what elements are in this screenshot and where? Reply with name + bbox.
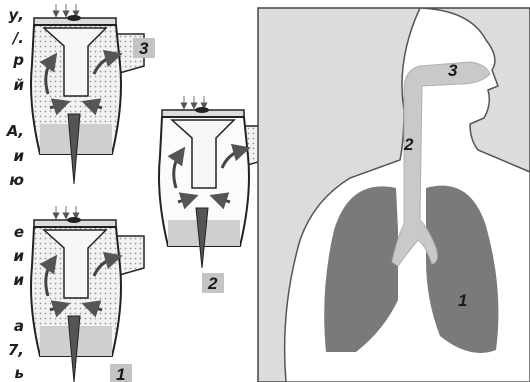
nebulizer-diagram-1 <box>31 206 144 382</box>
respiratory-anatomy-panel <box>258 8 530 382</box>
airflow-in-arrows <box>56 4 76 14</box>
label-trachea: 2 <box>403 135 414 154</box>
nebulizer-diagram-2 <box>159 96 272 268</box>
label-nebulizer-2: 2 <box>207 274 218 293</box>
label-lungs: 1 <box>458 291 467 310</box>
label-mouth: 3 <box>448 61 458 80</box>
label-nebulizer-1: 1 <box>116 365 125 382</box>
label-nebulizer-3: 3 <box>139 39 149 58</box>
nebulizer-diagram-3 <box>31 4 144 184</box>
